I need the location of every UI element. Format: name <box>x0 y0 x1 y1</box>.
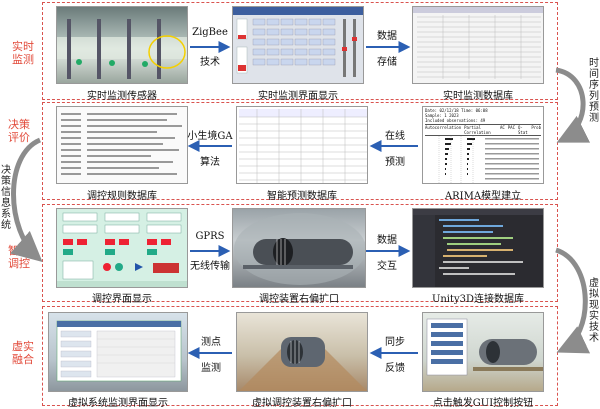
arrow-label-storage: 存储 <box>377 57 397 68</box>
caption-monitor-ui: 实时监测界面显示 <box>258 91 338 102</box>
caption-arima: ARIMA模型建立 <box>444 191 522 202</box>
caption-virtual-monitor: 虚拟系统监测界面显示 <box>68 398 168 409</box>
arrow-label-sync: 同步 <box>385 337 405 348</box>
virtual-monitor-ui-screenshot <box>48 312 188 392</box>
section-label-monitor: 实时监测 <box>12 40 34 66</box>
caption-gui-button: 点击触发GUI控制按钮 <box>432 398 534 409</box>
section-band-decision <box>42 102 558 200</box>
control-rules-db-screenshot <box>56 106 188 184</box>
caption-monitor-db: 实时监测数据库 <box>443 91 513 102</box>
arima-col-header: Autocorrelation <box>425 125 462 130</box>
arrow-label-predict: 预测 <box>385 157 405 168</box>
arrow-label-wireless: 无线传输 <box>190 261 230 272</box>
caption-control-ui: 调控界面显示 <box>92 294 152 305</box>
monitor-ui-screenshot <box>232 6 364 84</box>
caption-unity3d: Unity3D连接数据库 <box>431 294 525 305</box>
section-band-monitor <box>42 2 558 100</box>
arrow-label-measure-point: 测点 <box>201 337 221 348</box>
arrow-label-feedback: 反馈 <box>385 363 405 374</box>
right-vertical-top-label: 时间序列预测 <box>589 58 599 124</box>
arrow-label-gprs: GPRS <box>195 231 225 242</box>
arrow-label-data: 数据 <box>377 31 397 42</box>
caption-rules-db: 调控规则数据库 <box>87 191 157 202</box>
monitor-database-screenshot <box>412 6 544 84</box>
caption-sensors: 实时监测传感器 <box>87 91 157 102</box>
arrow-label-zigbee: ZigBee <box>192 27 228 38</box>
unity3d-editor-screenshot <box>412 208 544 288</box>
caption-control-device: 调控装置右偏扩口 <box>259 294 339 305</box>
arima-correlogram-screenshot: Date: 02/12/18 Time: 06:08 Sample: 1 202… <box>422 106 544 184</box>
arima-header-line: Included observations: 49 <box>425 118 486 123</box>
device-photo-control <box>232 208 366 288</box>
prediction-db-screenshot <box>236 106 368 184</box>
left-vertical-label: 决策信息系统 <box>1 165 11 231</box>
arima-col-header: AC <box>499 125 505 130</box>
arrow-label-data-2: 数据 <box>377 235 397 246</box>
right-vertical-bottom-label: 虚拟现实技术 <box>589 278 599 344</box>
arima-col-header: Partial Correlation <box>464 125 491 135</box>
arrow-label-monitor: 监测 <box>201 363 221 374</box>
section-label-decision: 决策评价 <box>8 118 30 144</box>
arrow-label-tech: 技术 <box>200 57 220 68</box>
arrow-label-algorithm: 算法 <box>200 157 220 168</box>
virtual-device-render <box>236 312 368 392</box>
gui-control-button-render <box>422 312 544 392</box>
caption-virtual-device: 虚拟调控装置右偏扩口 <box>252 398 352 409</box>
arrow-label-interact: 交互 <box>377 261 397 272</box>
arima-col-header: Prob <box>531 125 541 130</box>
section-band-fusion <box>42 306 558 406</box>
arima-header-line: Date: 02/12/18 Time: 06:08 <box>425 108 488 113</box>
caption-prediction-db: 智能预测数据库 <box>267 191 337 202</box>
arima-col-header: PAC <box>507 125 515 130</box>
arima-col-header: Q-Stat <box>518 125 528 135</box>
arrow-label-online: 在线 <box>385 131 405 142</box>
photo-sensors <box>56 6 188 84</box>
control-ui-screenshot <box>56 208 188 288</box>
section-label-fusion: 虚实融合 <box>12 340 34 366</box>
arrow-label-niche-ga: 小生境GA <box>187 131 233 142</box>
arima-header-line: Sample: 1 2023 <box>425 113 459 118</box>
